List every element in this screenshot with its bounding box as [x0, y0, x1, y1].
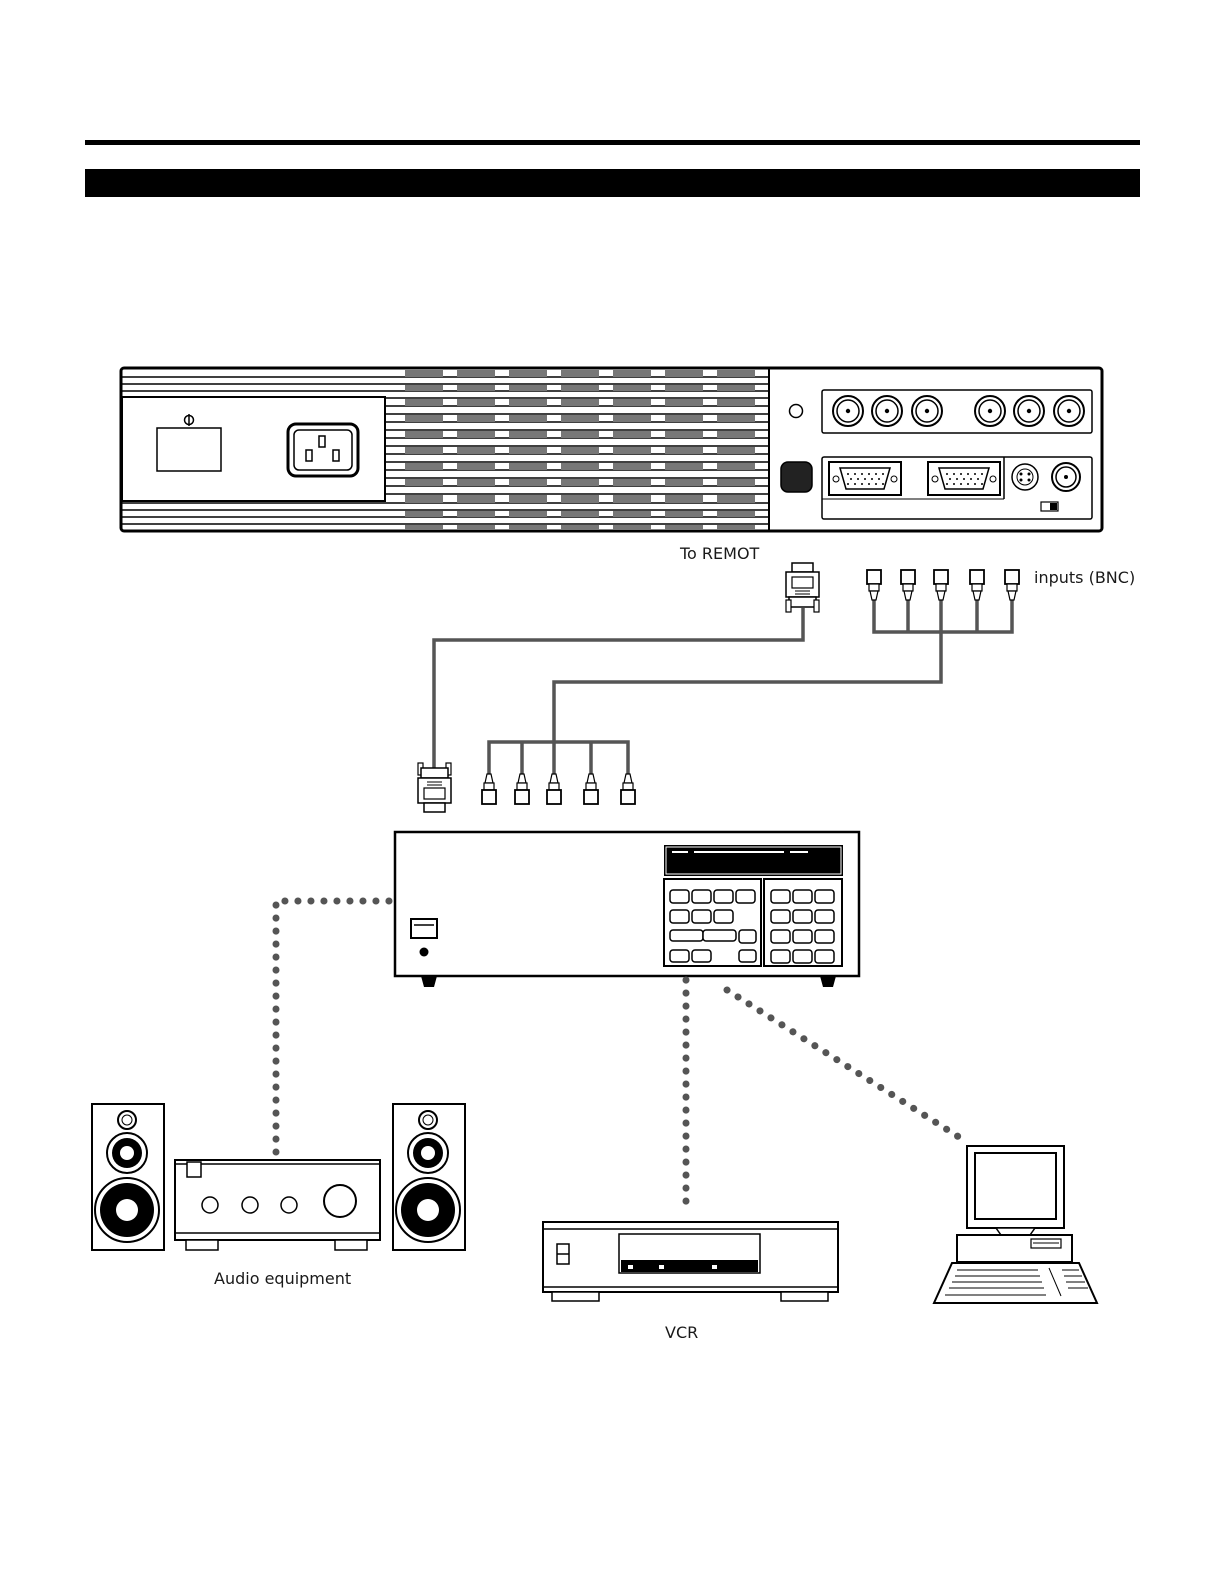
- bnc-connector-icon: [1052, 463, 1080, 491]
- keypad-button: [670, 950, 689, 962]
- keypad-button: [793, 930, 812, 943]
- vcr-icon: [543, 1222, 838, 1301]
- keypad-button: [714, 890, 733, 903]
- speaker-icon: [393, 1104, 465, 1250]
- label-inputs-bnc: inputs (BNC): [1034, 568, 1135, 587]
- bnc-connector-icon: [621, 774, 635, 804]
- keypad-button: [793, 890, 812, 903]
- keypad-button: [815, 890, 834, 903]
- projector-rear-panel: [121, 368, 1102, 531]
- keypad-button: [793, 910, 812, 923]
- switcher-unit: [395, 832, 859, 987]
- keypad-button: [793, 950, 812, 963]
- keypad-button: [815, 930, 834, 943]
- keypad-button: [739, 950, 756, 962]
- keypad-button: [670, 930, 703, 941]
- bnc-connector-icon: [547, 774, 561, 804]
- keypad-button: [703, 930, 736, 941]
- bnc-connector-icon: [833, 396, 863, 426]
- label-to-remote: To REMOT: [680, 544, 759, 563]
- bnc-connector-icon: [934, 570, 948, 600]
- bnc-video-cable: [482, 570, 1019, 804]
- d-sub-connector-icon: [786, 563, 819, 612]
- bnc-connector-icon: [1014, 396, 1044, 426]
- d-sub-connector-icon: [829, 462, 901, 495]
- computer-connection: [727, 990, 962, 1139]
- label-vcr: VCR: [665, 1323, 698, 1342]
- keypad-button: [692, 890, 711, 903]
- keypad-button: [771, 890, 790, 903]
- audio-connection: [276, 901, 389, 1152]
- keypad-button: [692, 950, 711, 962]
- ac-inlet-icon: [288, 424, 358, 476]
- bnc-connector-icon: [901, 570, 915, 600]
- bnc-connector-icon: [912, 396, 942, 426]
- keypad-button: [692, 910, 711, 923]
- keypad-button: [815, 910, 834, 923]
- keypad-button: [815, 950, 834, 963]
- bnc-connector-icon: [1005, 570, 1019, 600]
- d-sub-connector-icon: [928, 462, 1000, 495]
- keypad-button: [739, 930, 756, 943]
- s-video-connector-icon: [1012, 464, 1038, 490]
- keypad-button: [714, 910, 733, 923]
- bnc-connector-icon: [872, 396, 902, 426]
- bnc-connector-icon: [482, 774, 496, 804]
- bnc-connector-icon: [867, 570, 881, 600]
- keypad-button: [736, 890, 755, 903]
- bnc-connector-icon: [975, 396, 1005, 426]
- d-sub-connector-icon: [418, 763, 451, 812]
- speaker-icon: [92, 1104, 164, 1250]
- bnc-connector-icon: [584, 774, 598, 804]
- keypad-button: [771, 930, 790, 943]
- amplifier-icon: [175, 1160, 380, 1250]
- bnc-connector-icon: [970, 570, 984, 600]
- control-cable: [418, 563, 819, 812]
- bnc-connector-icon: [1054, 396, 1084, 426]
- slide-switch-icon: [1041, 502, 1058, 511]
- keypad-button: [670, 890, 689, 903]
- label-audio-equipment: Audio equipment: [214, 1269, 351, 1288]
- keypad-button: [771, 950, 790, 963]
- keypad-button: [771, 910, 790, 923]
- bnc-connector-icon: [515, 774, 529, 804]
- computer-icon: [934, 1146, 1097, 1303]
- keypad-button: [670, 910, 689, 923]
